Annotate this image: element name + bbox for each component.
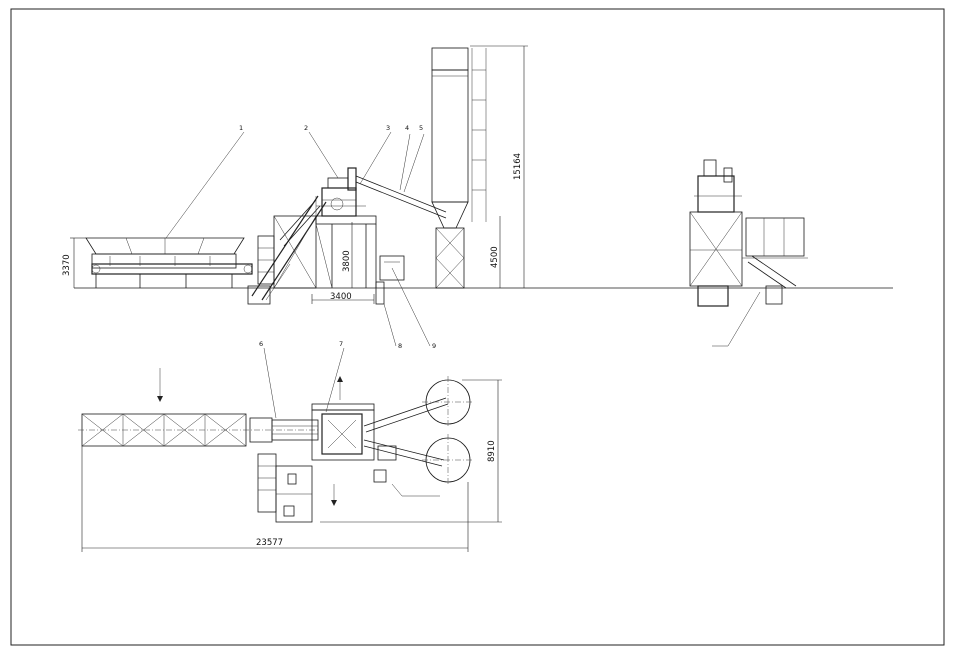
dim-plan-depth: 8910: [320, 379, 502, 523]
callout-4-label: 4: [405, 124, 409, 132]
callout-7-label: 7: [339, 340, 343, 348]
plan-silo-1: [422, 376, 474, 428]
plan-mixer-platform: [311, 376, 375, 461]
callout-5: 5: [403, 124, 425, 193]
dim-plan-length: 23577: [81, 446, 469, 552]
dim-discharge-height: 3800: [342, 222, 353, 288]
cement-silo: [431, 47, 487, 289]
callout-1-label: 1: [239, 124, 243, 132]
callout-9: 9: [391, 267, 436, 350]
drawing-frame: [10, 8, 945, 646]
aggregate-batcher: [85, 237, 253, 288]
side-elevation: [689, 159, 808, 347]
callout-8-label: 8: [398, 342, 402, 350]
plan-conveyor: [249, 417, 319, 443]
plan-water-tank: [373, 445, 440, 497]
dim-plan-depth-label: 8910: [487, 440, 497, 462]
callout-5-label: 5: [419, 124, 423, 132]
plan-silo-2: [422, 434, 474, 486]
callout-7: 7: [325, 340, 345, 413]
plan-screw-conveyors: [363, 397, 449, 467]
dim-hopper-height: 3370: [62, 237, 86, 288]
dim-silo-support-height: 4500: [490, 216, 501, 288]
callout-8: 8: [383, 303, 402, 350]
callout-2-label: 2: [304, 124, 308, 132]
dim-plan-length-label: 23577: [256, 538, 283, 548]
callout-3: 3: [359, 124, 392, 185]
front-elevation: 3370 3800 3400 4500 15164 1 2: [62, 45, 893, 350]
callout-6-label: 6: [259, 340, 263, 348]
dim-silo-support-height-label: 4500: [490, 246, 500, 268]
callout-9-label: 9: [432, 342, 436, 350]
callout-6: 6: [259, 340, 277, 419]
plan-aggregate-bins: [78, 368, 320, 447]
plan-view: 8910 23577 6 7: [78, 340, 502, 552]
dim-hopper-height-label: 3370: [62, 254, 72, 276]
side-callout: [712, 291, 761, 347]
dim-discharge-height-label: 3800: [342, 250, 352, 272]
callout-2: 2: [304, 124, 339, 179]
dim-mixer-base-width: 3400: [311, 292, 375, 304]
water-tank: [375, 255, 405, 305]
mixer-tower: [257, 167, 377, 289]
dim-silo-total-height: 15164: [470, 45, 528, 288]
screw-conveyor: [355, 175, 447, 219]
dim-silo-total-height-label: 15164: [513, 153, 523, 180]
callout-4: 4: [399, 124, 411, 191]
dim-mixer-base-width-label: 3400: [330, 292, 352, 302]
callout-1: 1: [165, 124, 245, 239]
plan-control-room: [257, 453, 337, 523]
callout-3-label: 3: [386, 124, 390, 132]
